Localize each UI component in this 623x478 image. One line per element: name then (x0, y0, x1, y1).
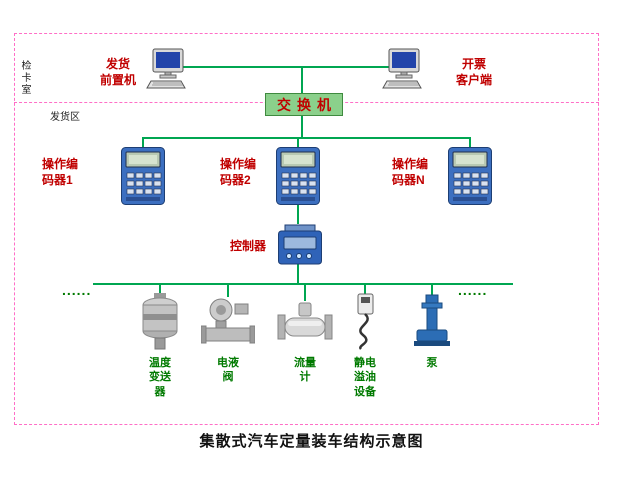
link-encoder2-to-controller-line (297, 203, 299, 224)
desktop-computer-icon (146, 48, 190, 95)
temperature-transmitter-image (138, 293, 182, 356)
drop-static-line (364, 283, 366, 294)
drop-encoderN-line (469, 137, 471, 148)
static-grounding-device-image (347, 293, 383, 356)
drop-valve-line (227, 283, 229, 297)
encoder2-label: 操作编 码器2 (220, 157, 257, 188)
diagram-caption: 集散式汽车定量装车结构示意图 (199, 433, 424, 450)
field-bus-line (93, 283, 513, 285)
flow-meter-image (276, 301, 334, 354)
electro-hydraulic-valve-label: 电液 阀 (217, 357, 239, 384)
link-to-switch-line (301, 66, 303, 94)
electro-hydraulic-valve-image (200, 296, 256, 353)
ellipsis-left: ...... (62, 282, 92, 298)
link-switch-to-bus1-line (301, 116, 303, 138)
card-room-zone-label: 检卡室 (19, 60, 30, 96)
controller-label: 控制器 (230, 239, 267, 253)
drop-flowmeter-line (304, 283, 306, 301)
encoder-terminal-icon (121, 147, 165, 210)
encoderN-label: 操作编 码器N (392, 157, 429, 188)
drop-pump-line (431, 283, 433, 295)
desktop-computer-icon (382, 48, 426, 95)
drop-temperature-line (159, 283, 161, 294)
network-switch-node: 交换机 (265, 93, 343, 116)
drop-encoder2-line (297, 137, 299, 148)
invoicing-client-label: 开票 客户端 (455, 57, 492, 88)
encoder-bus-line (143, 137, 470, 139)
link-computers-line (168, 66, 404, 68)
shipping-frontend-label: 发货 前置机 (99, 57, 136, 88)
temperature-transmitter-label: 温度 变送 器 (149, 357, 171, 398)
link-controller-to-bus2-line (297, 264, 299, 283)
outer-dashed-frame (14, 33, 599, 425)
flow-meter-label: 流量 计 (294, 357, 316, 384)
ellipsis-right: ...... (458, 282, 488, 298)
encoder-terminal-icon (448, 147, 492, 210)
encoder-terminal-icon (276, 147, 320, 210)
encoder1-label: 操作编 码器1 (42, 157, 79, 188)
controller-device-icon (277, 224, 323, 271)
drop-encoder1-line (142, 137, 144, 148)
pump-image (413, 294, 451, 355)
static-grounding-device-label: 静电 溢油 设备 (354, 357, 376, 398)
loading-area-zone-label: 发货区 (50, 112, 80, 123)
pump-label: 泵 (426, 357, 438, 369)
